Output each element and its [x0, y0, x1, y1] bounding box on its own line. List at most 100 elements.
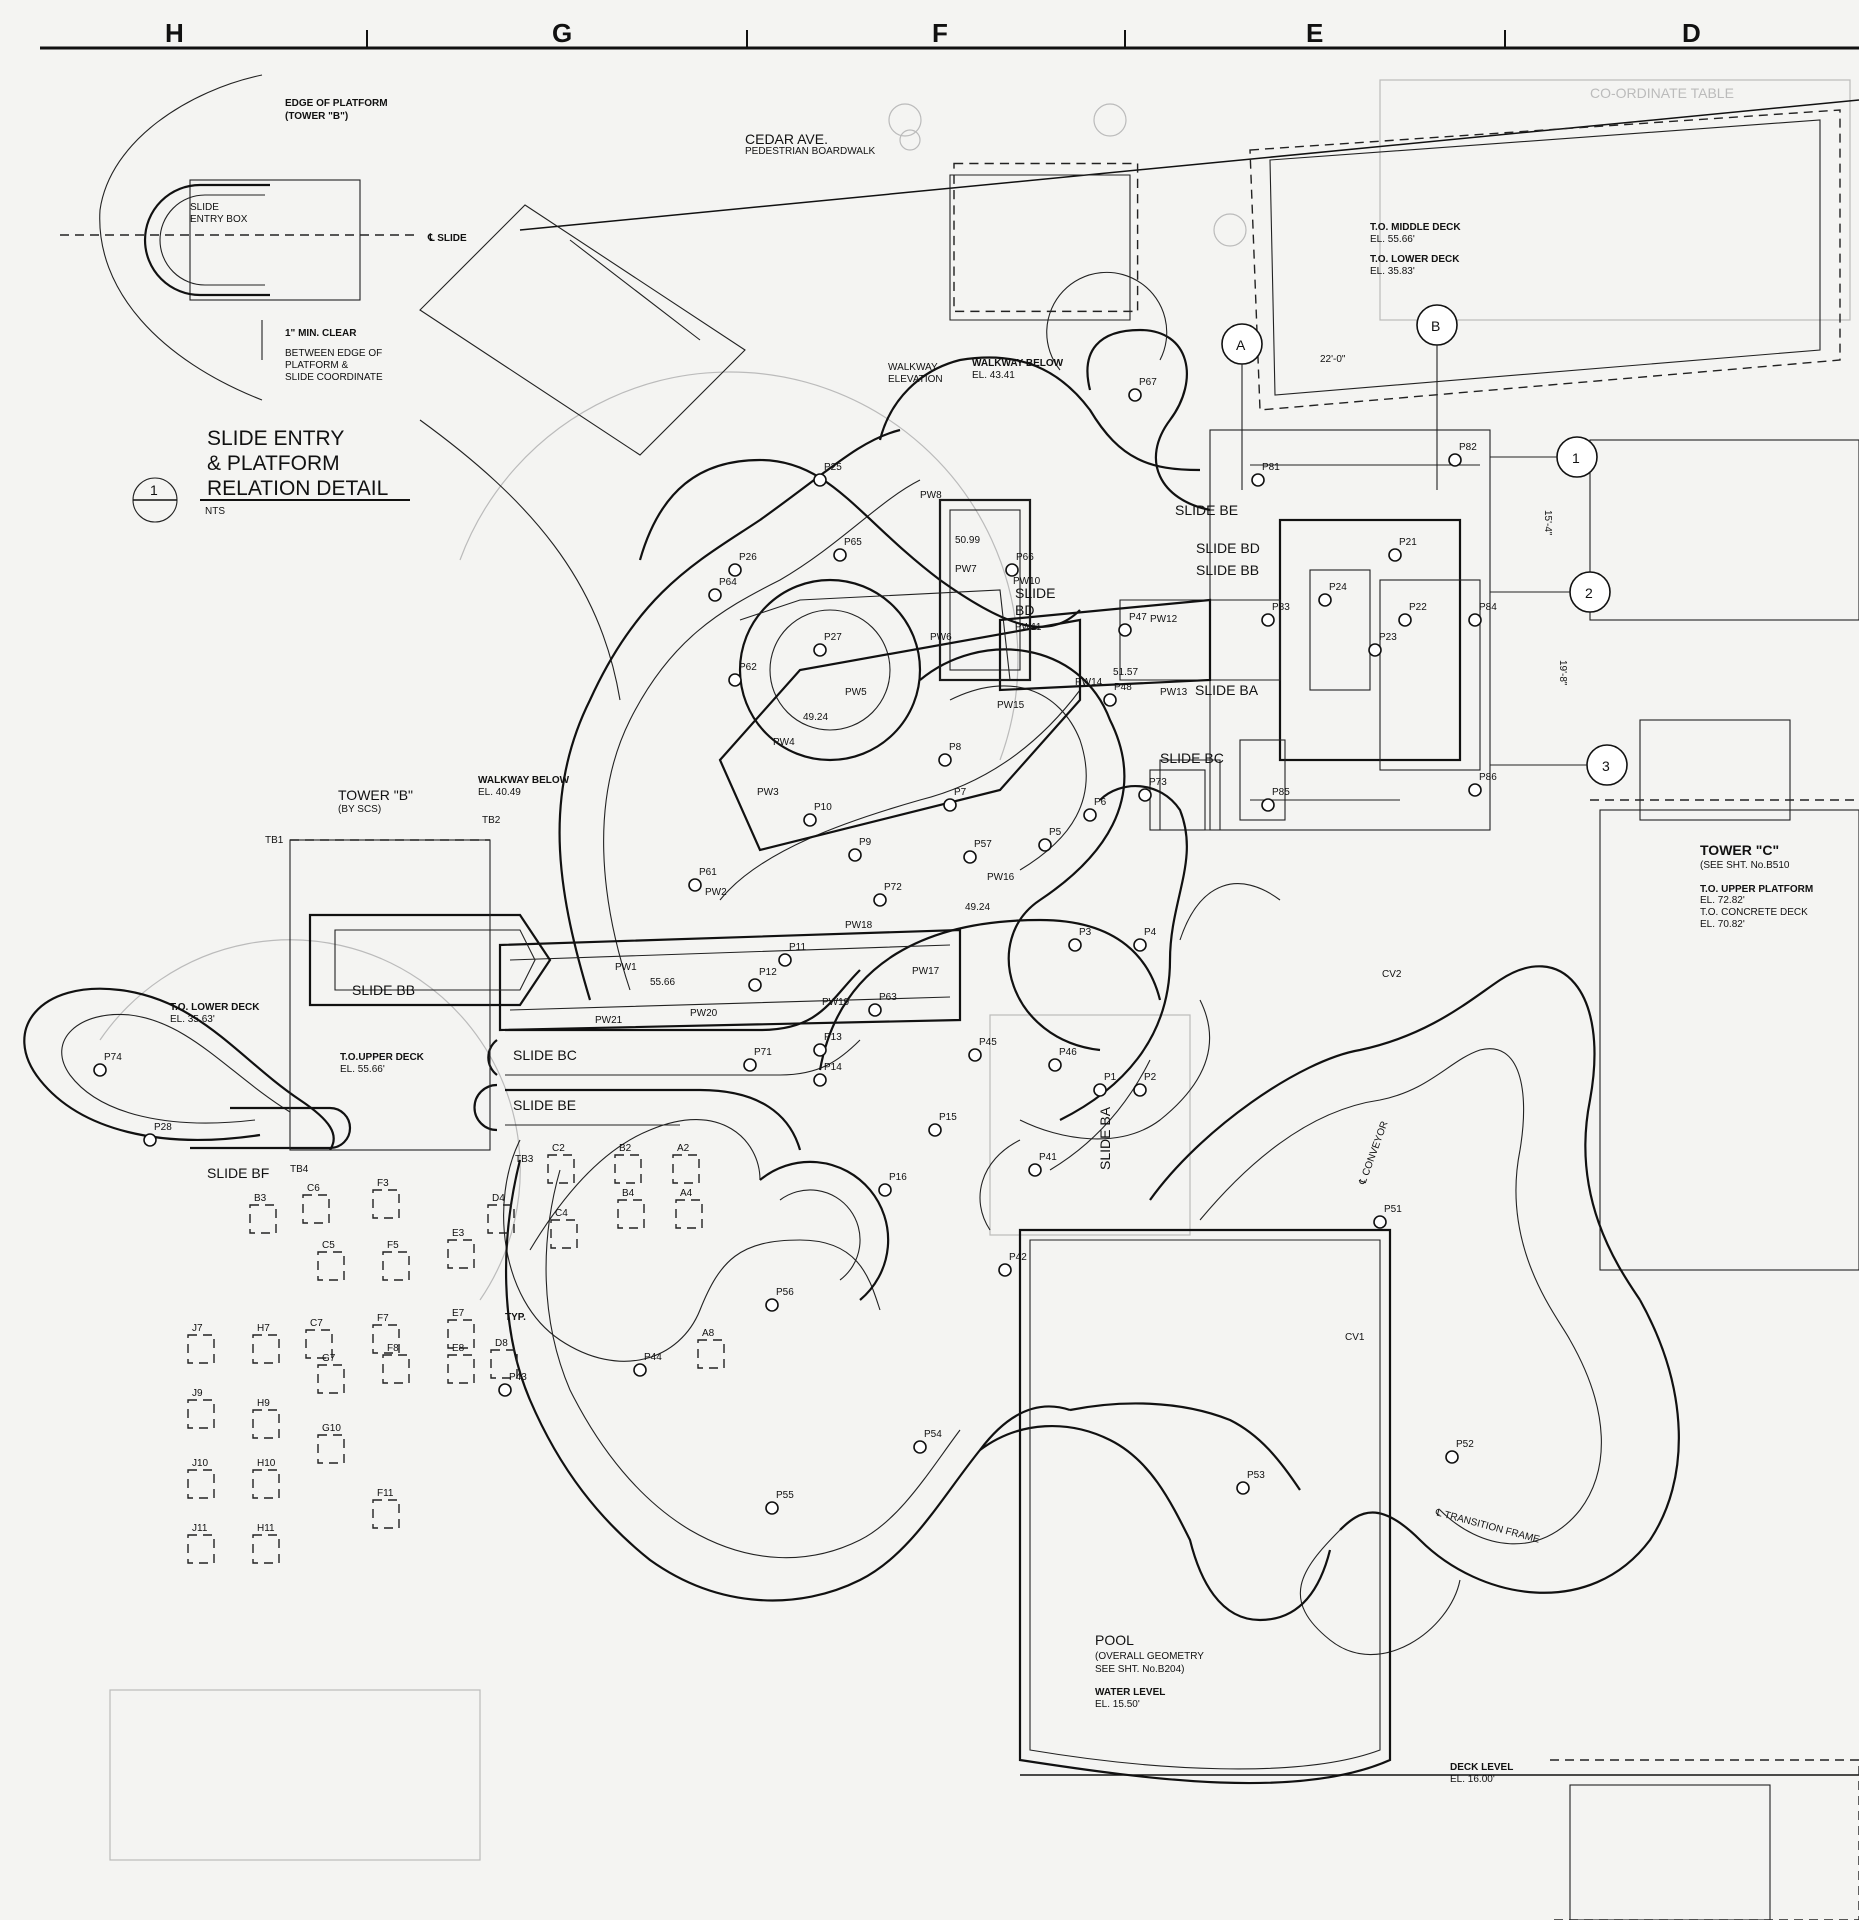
footing	[317, 1251, 345, 1281]
grid-bubbles: A B 1 2 3	[1221, 304, 1628, 786]
tower-c: TOWER "C" (SEE SHT. No.B510 T.O. UPPER P…	[1249, 109, 1859, 1271]
detail-entry-box-2: ENTRY BOX	[190, 214, 248, 225]
slide-bc-label: SLIDE BC	[1160, 750, 1224, 766]
footing-label-j10: J10	[192, 1458, 209, 1469]
post-label-p5: P5	[1049, 827, 1062, 838]
tower-c-concrete-el: EL. 70.82'	[1700, 919, 1745, 930]
post-marker	[1468, 613, 1482, 627]
post-marker	[1083, 808, 1097, 822]
slide-bd-short: BD	[1015, 602, 1034, 618]
footing-label-a8: A8	[702, 1328, 715, 1339]
post-marker	[1118, 623, 1132, 637]
grid-col-e: E	[1306, 18, 1323, 48]
post-marker	[633, 1363, 647, 1377]
conveyor-label: ℄ CONVEYOR	[1357, 1120, 1390, 1187]
walk-value-5: 55.66	[650, 977, 675, 988]
post-label-p43: P43	[509, 1372, 527, 1383]
post-label-p74: P74	[104, 1052, 122, 1063]
slide-be-label: SLIDE BE	[1175, 502, 1238, 518]
post-marker	[748, 978, 762, 992]
detail-entry-box-1: SLIDE	[190, 202, 219, 213]
post-label-p8: P8	[949, 742, 962, 753]
footing-label-g7: G7	[322, 1353, 336, 1364]
grid-bubble-2: 2	[1585, 585, 1593, 601]
detail-cl-slide: ℄ SLIDE	[427, 233, 467, 244]
post-marker	[963, 850, 977, 864]
footing	[675, 1199, 703, 1229]
footing-label-e8: E8	[452, 1343, 465, 1354]
slide-entry-detail: EDGE OF PLATFORM (TOWER "B") SLIDE ENTRY…	[60, 74, 467, 523]
footing-label-a2: A2	[677, 1143, 690, 1154]
post-marker	[1128, 388, 1142, 402]
post-marker	[1398, 613, 1412, 627]
pool-sub-2: SEE SHT. No.B204)	[1095, 1664, 1184, 1675]
walk-value-3: 49.24	[803, 712, 828, 723]
cedar-ave: CEDAR AVE. PEDESTRIAN BOARDWALK	[419, 99, 1859, 701]
post-marker	[943, 798, 957, 812]
post-marker	[833, 548, 847, 562]
footing-label-g10: G10	[322, 1423, 341, 1434]
post-label-p55: P55	[776, 1490, 794, 1501]
footing	[187, 1469, 215, 1499]
street-sub: PEDESTRIAN BOARDWALK	[745, 146, 876, 157]
post-marker	[1133, 1083, 1147, 1097]
footing-label-c5: C5	[322, 1240, 335, 1251]
cv1-label: CV1	[1345, 1332, 1365, 1343]
pw-label-pw15: PW15	[997, 700, 1025, 711]
background-features: CO-ORDINATE TABLE	[99, 79, 1851, 1861]
tower-c-concrete: T.O. CONCRETE DECK	[1700, 907, 1808, 918]
labels: TOWER "B" (BY SCS) T.O. MIDDLE DECK EL. …	[170, 222, 1568, 1785]
footing	[614, 1154, 642, 1184]
post-label-p10: P10	[814, 802, 832, 813]
pw-label-pw17: PW17	[912, 966, 940, 977]
tb2-label: TB2	[482, 815, 501, 826]
grid-bubble-1: 1	[1572, 450, 1580, 466]
elev-walkway-1: WALKWAY BELOW	[972, 358, 1064, 369]
detail-between-3: SLIDE COORDINATE	[285, 372, 383, 383]
dim-22ft: 22'-0"	[1320, 354, 1346, 365]
slide-ba-vertical-label: SLIDE BA	[1097, 1106, 1113, 1170]
footing-label-f8: F8	[387, 1343, 399, 1354]
deck-level: DECK LEVEL	[1450, 1762, 1513, 1773]
footing-label-h7: H7	[257, 1323, 270, 1334]
detail-between-2: PLATFORM &	[285, 360, 348, 371]
post-label-p81: P81	[1262, 462, 1280, 473]
post-label-p7: P7	[954, 787, 967, 798]
post-label-p24: P24	[1329, 582, 1347, 593]
elev-upper-deck-b-el: EL. 55.66'	[340, 1064, 385, 1075]
post-marker	[868, 1003, 882, 1017]
post-marker	[813, 1073, 827, 1087]
post-label-p84: P84	[1479, 602, 1497, 613]
post-label-p47: P47	[1129, 612, 1147, 623]
slide-bc-left-label: SLIDE BC	[513, 1047, 577, 1063]
tower-b-title: TOWER "B"	[338, 787, 413, 803]
pool-title: POOL	[1095, 1632, 1134, 1648]
pw-label-pw13: PW13	[1160, 687, 1188, 698]
post-marker	[1028, 1163, 1042, 1177]
detail-edge-platform-sub: (TOWER "B")	[285, 111, 348, 122]
post-marker	[1093, 1083, 1107, 1097]
post-marker	[998, 1263, 1012, 1277]
footing-label-d4: D4	[492, 1193, 505, 1204]
footing	[252, 1469, 280, 1499]
post-label-p41: P41	[1039, 1152, 1057, 1163]
detail-title-3: RELATION DETAIL	[207, 477, 388, 500]
post-marker	[1251, 473, 1265, 487]
pw-label-pw16: PW16	[987, 872, 1015, 883]
post-label-p54: P54	[924, 1429, 942, 1440]
footing-label-f3: F3	[377, 1178, 389, 1189]
pw-label-pw10: PW10	[1013, 576, 1041, 587]
footing-label-c2: C2	[552, 1143, 565, 1154]
post-marker	[1261, 798, 1275, 812]
post-label-p56: P56	[776, 1287, 794, 1298]
post-label-p15: P15	[939, 1112, 957, 1123]
post-label-p61: P61	[699, 867, 717, 878]
post-marker	[1448, 453, 1462, 467]
walk-value-2: 51.57	[1113, 667, 1138, 678]
footing	[372, 1324, 400, 1354]
post-marker	[1445, 1450, 1459, 1464]
post-label-p22: P22	[1409, 602, 1427, 613]
post-marker	[93, 1063, 107, 1077]
post-label-p14: P14	[824, 1062, 842, 1073]
